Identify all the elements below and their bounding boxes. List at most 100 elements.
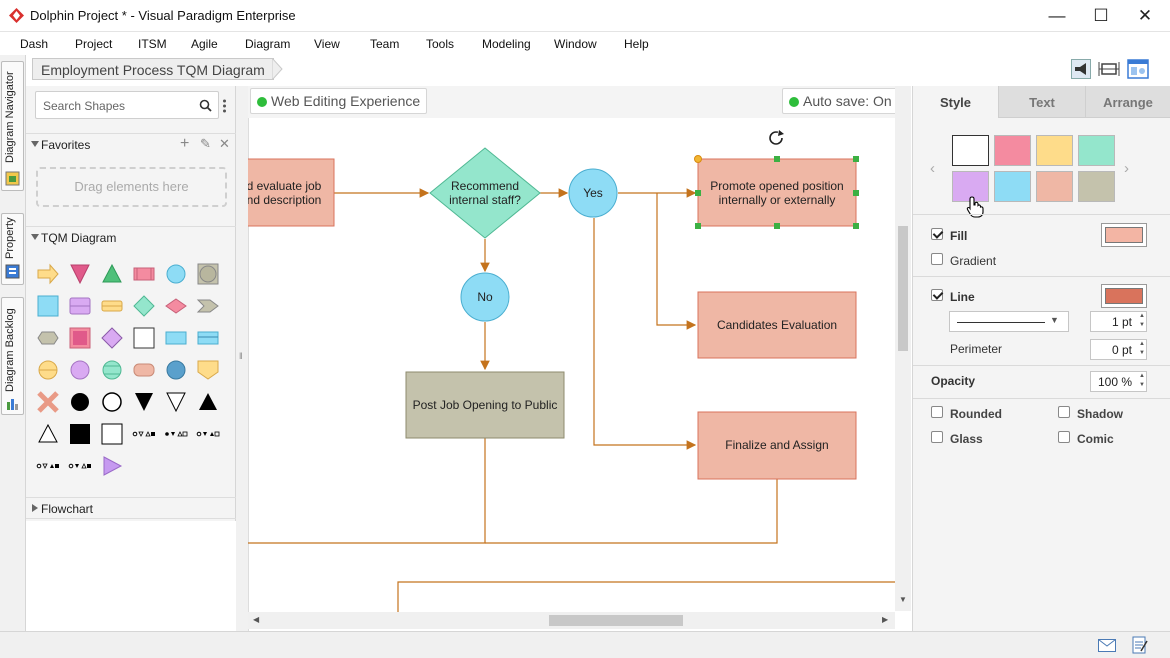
line-width-spinner[interactable]: 1 pt <box>1090 311 1147 332</box>
node-evaluate[interactable] <box>248 158 335 227</box>
add-icon[interactable]: + <box>180 135 190 152</box>
breadcrumb[interactable]: Employment Process TQM Diagram <box>32 58 274 80</box>
connector-yes-finalize[interactable] <box>593 218 697 450</box>
vertical-scrollbar[interactable]: ▼ <box>895 86 911 611</box>
resize-handle[interactable] <box>853 223 859 229</box>
process-shape-icon[interactable] <box>132 262 156 286</box>
menu-help[interactable]: Help <box>624 37 649 51</box>
palette-splitter[interactable]: ‖ <box>236 86 248 631</box>
node-finalize[interactable] <box>697 411 857 480</box>
autosave-pill[interactable]: Auto save: On <box>782 88 899 114</box>
node-no[interactable] <box>460 272 510 322</box>
menu-agile[interactable]: Agile <box>191 37 218 51</box>
tab-diagram-navigator[interactable]: Diagram Navigator <box>1 61 24 191</box>
fill-checkbox[interactable] <box>931 228 943 240</box>
horizontal-scroll-thumb[interactable] <box>549 615 683 626</box>
favorites-dropzone[interactable]: Drag elements here <box>36 167 227 207</box>
symbol-set-5-icon[interactable] <box>68 454 92 478</box>
swatch-khaki[interactable] <box>1078 171 1115 202</box>
rounded-square-shape-icon[interactable] <box>196 262 220 286</box>
palette-menu-icon[interactable] <box>222 98 227 114</box>
resize-handle[interactable] <box>774 156 780 162</box>
pentagon-shape-icon[interactable] <box>196 358 220 382</box>
swatch-next-icon[interactable]: › <box>1124 160 1129 177</box>
menu-team[interactable]: Team <box>370 37 400 51</box>
resize-handle[interactable] <box>853 190 859 196</box>
blue-table-shape-icon[interactable] <box>196 326 220 350</box>
line-checkbox[interactable] <box>931 289 943 301</box>
tqm-section-header[interactable]: TQM Diagram <box>26 226 236 248</box>
search-shapes-input[interactable]: Search Shapes <box>35 91 219 119</box>
menu-view[interactable]: View <box>314 37 340 51</box>
resize-handle[interactable] <box>695 223 701 229</box>
arrow-shape-icon[interactable] <box>36 262 60 286</box>
swatch-white[interactable] <box>952 135 989 166</box>
swatch-sky[interactable] <box>994 171 1031 202</box>
swatch-pink[interactable] <box>994 135 1031 166</box>
menu-dash[interactable]: Dash <box>20 37 49 51</box>
minimize-button[interactable]: — <box>1048 6 1066 25</box>
symbol-set-1-icon[interactable] <box>132 422 156 446</box>
swatch-prev-icon[interactable]: ‹ <box>930 160 935 177</box>
vertical-scroll-thumb[interactable] <box>898 226 908 351</box>
tab-arrange[interactable]: Arrange <box>1085 86 1170 118</box>
shadow-checkbox[interactable] <box>1058 406 1070 418</box>
node-post-job[interactable] <box>405 371 565 439</box>
outline-square-shape-icon[interactable] <box>100 422 124 446</box>
square-shape-icon[interactable] <box>36 294 60 318</box>
banner-shape-icon[interactable] <box>100 294 124 318</box>
corner-handle-icon[interactable] <box>694 155 702 163</box>
resize-handle[interactable] <box>774 223 780 229</box>
menu-project[interactable]: Project <box>75 37 113 51</box>
node-yes[interactable] <box>568 168 618 218</box>
black-triangle-shape-icon[interactable] <box>196 390 220 414</box>
tab-diagram-backlog[interactable]: Diagram Backlog <box>1 297 24 415</box>
diamond-shape-icon[interactable] <box>132 294 156 318</box>
banded-circle-shape-icon[interactable] <box>100 358 124 382</box>
fit-width-icon[interactable] <box>1098 59 1120 79</box>
card-shape-icon[interactable] <box>68 294 92 318</box>
rotate-handle-icon[interactable] <box>769 130 784 145</box>
swatch-salmon[interactable] <box>1036 171 1073 202</box>
white-triangle-shape-icon[interactable] <box>36 422 60 446</box>
edit-pencil-icon[interactable]: ✎ <box>200 136 211 151</box>
maximize-button[interactable]: ☐ <box>1093 6 1109 25</box>
down-triangle-shape-icon[interactable] <box>68 262 92 286</box>
mail-icon[interactable] <box>1098 639 1116 652</box>
notes-icon[interactable] <box>1132 636 1148 654</box>
tab-text[interactable]: Text <box>999 86 1085 118</box>
node-candidates[interactable] <box>697 291 857 359</box>
close-button[interactable]: ✕ <box>1137 6 1153 25</box>
perimeter-spinner[interactable]: 0 pt <box>1090 339 1147 360</box>
selection-handles[interactable] <box>695 156 859 229</box>
resize-handle[interactable] <box>695 190 701 196</box>
connector-lower[interactable] <box>397 581 895 612</box>
arrow-diamond-shape-icon[interactable] <box>196 294 220 318</box>
white-circle-shape-icon[interactable] <box>100 390 124 414</box>
menu-window[interactable]: Window <box>554 37 597 51</box>
play-triangle-shape-icon[interactable] <box>100 454 124 478</box>
flowchart-section-header[interactable]: Flowchart <box>26 497 236 519</box>
remove-icon[interactable]: ✕ <box>219 136 230 151</box>
terminator-shape-icon[interactable] <box>132 358 156 382</box>
favorites-section-header[interactable]: Favorites + ✎ ✕ <box>26 133 236 155</box>
tab-property[interactable]: Property <box>1 213 24 285</box>
swatch-yellow[interactable] <box>1036 135 1073 166</box>
dark-circle-shape-icon[interactable] <box>164 358 188 382</box>
cross-shape-icon[interactable] <box>36 390 60 414</box>
node-promote[interactable] <box>697 158 857 227</box>
black-square-shape-icon[interactable] <box>68 422 92 446</box>
fill-color-button[interactable] <box>1101 223 1147 247</box>
node-recommend[interactable] <box>429 147 541 239</box>
splitter-grip-icon[interactable]: ‖ <box>239 351 243 361</box>
line-color-button[interactable] <box>1101 284 1147 308</box>
menu-tools[interactable]: Tools <box>426 37 455 51</box>
connector-yes-candidates[interactable] <box>656 193 697 330</box>
scroll-right-arrow-icon[interactable]: ▶ <box>882 615 889 624</box>
connector-post-out[interactable] <box>248 438 486 544</box>
tab-style[interactable]: Style <box>913 86 999 118</box>
connector-finalize-merge[interactable] <box>485 479 778 544</box>
symbol-set-4-icon[interactable] <box>36 454 60 478</box>
symbol-set-2-icon[interactable] <box>164 422 188 446</box>
triangle-shape-icon[interactable] <box>100 262 124 286</box>
